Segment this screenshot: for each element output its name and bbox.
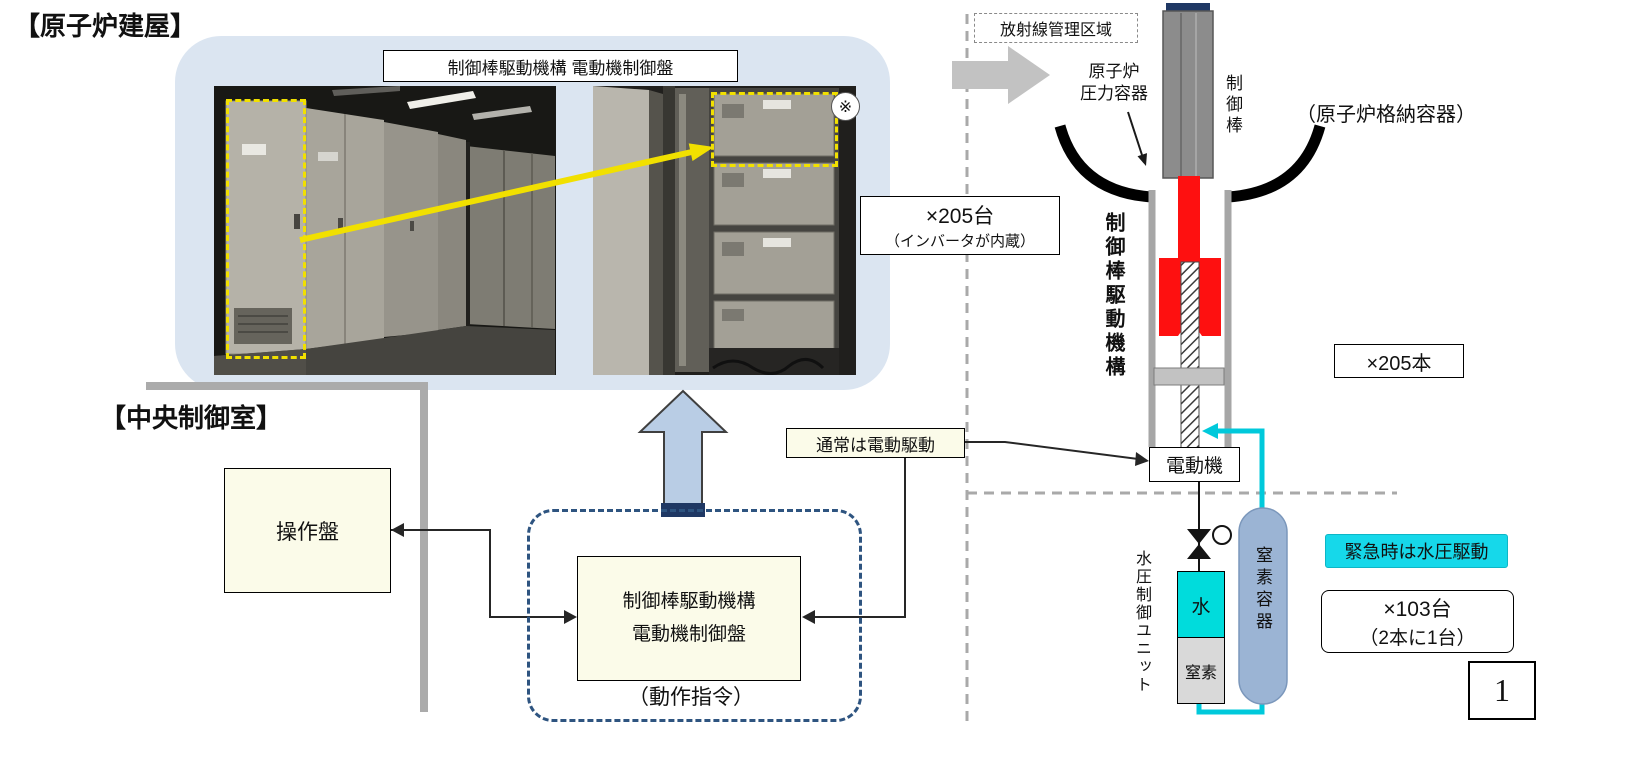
nitrogen-box: 窒素 [1177, 637, 1225, 704]
rpv-pointer-arrow [1127, 111, 1147, 166]
highlight-rect-right-photo [711, 92, 838, 167]
page-number-box: 1 [1468, 661, 1536, 720]
crd-housing [1148, 190, 1232, 447]
panel-title: 制御棒駆動機構 電動機制御盤 [383, 50, 738, 82]
normal-drive-label: 通常は電動駆動 [786, 428, 965, 458]
operation-panel-box: 操作盤 [224, 468, 391, 593]
page-number-text: 1 [1494, 672, 1510, 708]
crd-mechanism-label: 制御棒駆動機構 [1102, 212, 1124, 380]
reactor-vessel-arc [1054, 124, 1326, 203]
command-label: （動作指令） [566, 682, 816, 710]
rod-count-box: ×205本 [1334, 344, 1464, 378]
highlight-rect-left-photo [226, 99, 306, 359]
command-label-text: （動作指令） [628, 686, 754, 709]
emergency-drive-text: 緊急時は水圧駆動 [1344, 542, 1489, 562]
inverter-count-line2: （インバータが内蔵） [884, 233, 1035, 250]
motor-box: 電動機 [1149, 447, 1240, 482]
nitrogen-label: 窒素 [1184, 664, 1217, 682]
crd-motor-panel-line1: 制御棒駆動機構 [622, 591, 756, 613]
nitrogen-vessel-label: 窒素容器 [1253, 546, 1272, 634]
rpv-label-line2: 圧力容器 [1080, 84, 1148, 103]
hcu-count-box: ×103台 （2本に1台） [1321, 590, 1514, 653]
note-mark-text: ※ [838, 98, 853, 116]
water-label: 水 [1191, 596, 1211, 618]
inverter-count-box: ×205台 （インバータが内蔵） [860, 196, 1060, 255]
rpv-label-line1: 原子炉 [1088, 61, 1140, 81]
radiation-area-box: 放射線管理区域 [974, 13, 1138, 43]
control-room-label: 【中央制御室】 [100, 403, 283, 433]
hcu-count-line2: （2本に1台） [1359, 628, 1476, 649]
hcu-count-line1: ×103台 [1383, 598, 1452, 621]
crd-red-assembly [1159, 176, 1221, 336]
inverter-count-line1: ×205台 [925, 205, 995, 228]
control-rod-graphic [1162, 3, 1214, 179]
control-rod-label: 制御棒 [1223, 74, 1242, 137]
containment-label: （原子炉格納容器） [1296, 104, 1476, 126]
crd-motor-panel-box: 制御棒駆動機構 電動機制御盤 [577, 556, 801, 681]
water-box: 水 [1177, 571, 1225, 639]
area-transition-arrow [952, 46, 1050, 104]
radiation-area-text: 放射線管理区域 [999, 22, 1112, 39]
emergency-drive-label: 緊急時は水圧駆動 [1325, 534, 1508, 568]
normal-drive-text: 通常は電動駆動 [816, 435, 935, 455]
motor-label: 電動機 [1165, 456, 1223, 477]
operation-panel-label: 操作盤 [276, 520, 339, 544]
up-block-arrow [637, 389, 729, 517]
building-label: 【原子炉建屋】 [14, 11, 197, 41]
hcu-label: 水圧制御ユニット [1133, 550, 1150, 694]
panel-title-text: 制御棒駆動機構 電動機制御盤 [447, 58, 674, 78]
note-mark-icon: ※ [831, 92, 860, 121]
crd-piston-rod [1153, 261, 1225, 449]
rod-count-text: ×205本 [1366, 352, 1432, 375]
crd-motor-panel-line2: 電動機制御盤 [631, 623, 746, 645]
rpv-label: 原子炉 圧力容器 [1072, 60, 1156, 106]
scram-valve [1187, 480, 1232, 571]
